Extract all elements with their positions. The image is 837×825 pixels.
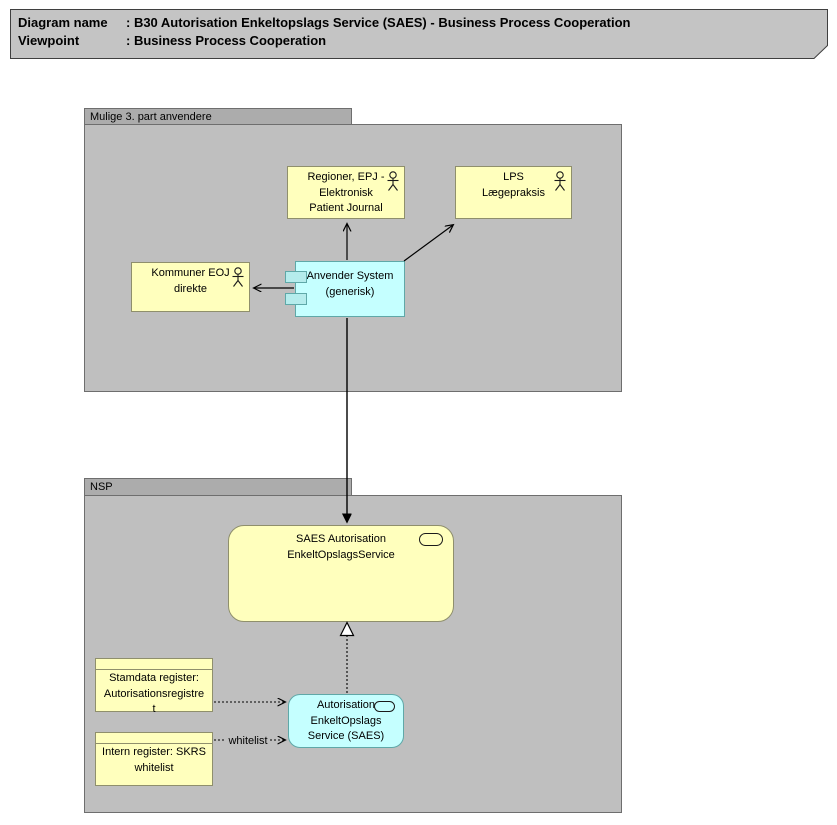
group-label: Mulige 3. part anvendere xyxy=(90,111,212,123)
title-line-viewpoint: Viewpoint : Business Process Cooperation xyxy=(18,32,820,50)
title-label: Diagram name xyxy=(18,15,108,30)
business-actor-icon xyxy=(554,171,566,191)
note-shape xyxy=(10,9,828,59)
node-regioner-epj[interactable]: Regioner, EPJ - Elektronisk Patient Jour… xyxy=(287,166,405,219)
node-intern-register[interactable]: Intern register: SKRS whitelist xyxy=(95,732,213,786)
group-label: NSP xyxy=(90,481,113,493)
title-value: : B30 Autorisation Enkeltopslags Service… xyxy=(126,15,631,30)
title-text: Diagram name : B30 Autorisation Enkeltop… xyxy=(18,14,820,50)
node-kommuner-eoj[interactable]: Kommuner EOJ direkte xyxy=(131,262,250,312)
business-object-band xyxy=(96,733,212,744)
business-actor-icon xyxy=(232,267,244,287)
node-label: LPS Lægepraksis xyxy=(482,171,545,199)
group-nsp-tab[interactable]: NSP xyxy=(84,478,352,496)
node-anvender-system[interactable]: Anvender System (generisk) xyxy=(285,261,405,317)
group-third-party-body[interactable] xyxy=(84,124,622,392)
node-label: Anvender System (generisk) xyxy=(306,270,394,298)
node-label: Regioner, EPJ - Elektronisk Patient Jour… xyxy=(307,171,385,215)
service-stadium-icon xyxy=(374,701,395,712)
group-third-party-tab[interactable]: Mulige 3. part anvendere xyxy=(84,108,352,125)
title-line-diagram-name: Diagram name : B30 Autorisation Enkeltop… xyxy=(18,14,820,32)
title-note: Diagram name : B30 Autorisation Enkeltop… xyxy=(10,9,828,59)
business-object-band xyxy=(96,659,212,670)
service-stadium-icon xyxy=(419,533,443,546)
title-label: Viewpoint xyxy=(18,33,80,48)
node-stamdata-register[interactable]: Stamdata register: Autorisationsregistre… xyxy=(95,658,213,715)
node-autorisation-service[interactable]: Autorisation EnkeltOpslags Service (SAES… xyxy=(288,694,404,748)
component-ports-icon xyxy=(285,293,307,305)
title-value: : Business Process Cooperation xyxy=(126,33,327,48)
node-label: Kommuner EOJ direkte xyxy=(151,267,230,295)
node-label: Autorisation EnkeltOpslags Service (SAES… xyxy=(307,699,385,743)
node-label: SAES Autorisation EnkeltOpslagsService xyxy=(287,533,395,561)
node-label: Intern register: SKRS whitelist xyxy=(102,746,206,774)
business-actor-icon xyxy=(387,171,399,191)
node-label: Stamdata register: Autorisationsregistre… xyxy=(103,672,205,716)
component-ports-icon xyxy=(285,271,307,283)
node-saes-service[interactable]: SAES Autorisation EnkeltOpslagsService xyxy=(228,525,454,622)
node-lps[interactable]: LPS Lægepraksis xyxy=(455,166,572,219)
